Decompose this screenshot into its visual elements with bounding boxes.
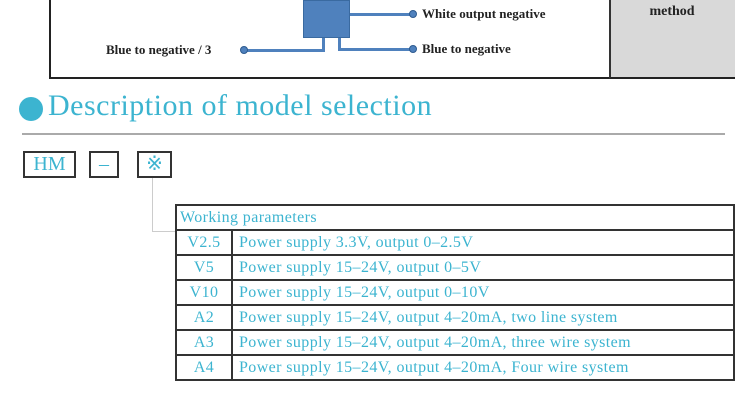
row-desc: Power supply 15–24V, output 4–20mA, two …: [231, 304, 735, 331]
code-variable: ※: [137, 151, 172, 178]
row-desc: Power supply 15–24V, output 0–5V: [231, 254, 735, 281]
table-header: Working parameters: [175, 204, 735, 231]
terminal-dot: [409, 10, 417, 18]
row-code: V2.5: [175, 229, 233, 256]
bullet-icon: [19, 97, 43, 121]
label-blue-to-negative: Blue to negative: [422, 41, 511, 56]
method-label: method: [649, 4, 695, 19]
wire-left-vertical: [322, 38, 325, 52]
section-title: Description of model selection: [48, 89, 433, 122]
method-panel: [609, 0, 735, 79]
table-header-row: Working parameters: [175, 204, 735, 231]
connector-line: [152, 231, 176, 232]
divider: [22, 133, 725, 135]
row-desc: Power supply 15–24V, output 0–10V: [231, 279, 735, 306]
sensor-block: [303, 0, 350, 38]
row-code: A4: [175, 354, 233, 381]
terminal-dot: [240, 46, 248, 54]
row-desc: Power supply 3.3V, output 0–2.5V: [231, 229, 735, 256]
row-desc: Power supply 15–24V, output 4–20mA, Four…: [231, 354, 735, 381]
code-dash: –: [89, 151, 119, 178]
wire-left: [244, 49, 325, 52]
connector-line: [152, 178, 153, 232]
row-desc: Power supply 15–24V, output 4–20mA, thre…: [231, 329, 735, 356]
label-blue-to-negative-3: Blue to negative / 3: [106, 42, 212, 57]
row-code: V10: [175, 279, 233, 306]
label-white-output-negative: White output negative: [422, 6, 546, 21]
wire-right-vertical: [338, 38, 341, 50]
terminal-dot: [409, 45, 417, 53]
row-code: A3: [175, 329, 233, 356]
wire-right: [338, 48, 412, 51]
wire-white: [350, 13, 412, 16]
row-code: A2: [175, 304, 233, 331]
code-prefix: HM: [23, 151, 76, 178]
row-code: V5: [175, 254, 233, 281]
